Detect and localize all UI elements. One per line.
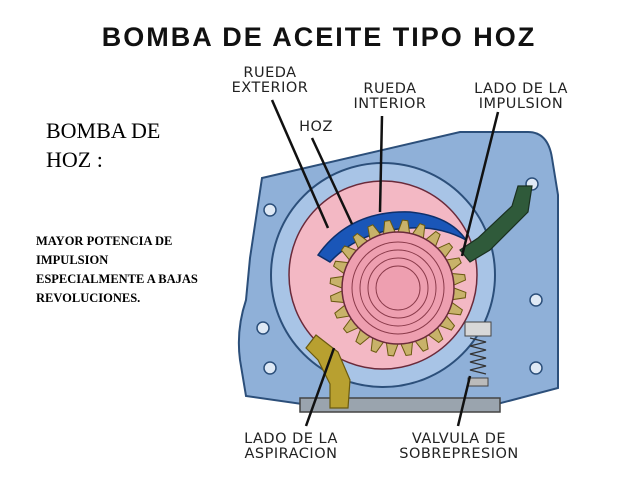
label-suction-side: LADO DE LA ASPIRACION bbox=[244, 431, 338, 462]
relief-valve bbox=[464, 321, 492, 387]
leader-discharge bbox=[460, 111, 500, 257]
bolt-hole bbox=[529, 361, 543, 375]
slide-body-text: MAYOR POTENCIA DE IMPULSION ESPECIALMENT… bbox=[36, 234, 198, 305]
inner-gear-body bbox=[341, 231, 455, 345]
label-relief-valve: VALVULA DE SOBREPRESION bbox=[399, 431, 519, 462]
slide-subtitle: BOMBA DE HOZ : bbox=[46, 118, 161, 172]
leader-lines bbox=[270, 99, 500, 427]
label-discharge-side: LADO DE LA IMPULSION bbox=[474, 81, 568, 112]
slide-title: BOMBA DE ACEITE TIPO HOZ bbox=[101, 22, 537, 52]
bolt-hole bbox=[263, 203, 277, 217]
label-crescent: HOZ bbox=[299, 119, 333, 135]
leader-relief-valve bbox=[456, 375, 472, 427]
leader-outer-gear bbox=[270, 99, 330, 229]
bolt-hole bbox=[256, 321, 270, 335]
label-inner-gear: RUEDA INTERIOR bbox=[353, 81, 427, 112]
bolt-hole bbox=[263, 361, 277, 375]
leader-suction bbox=[304, 347, 336, 427]
suction-channel bbox=[305, 334, 351, 409]
housing-bolt-holes bbox=[256, 177, 543, 375]
bolt-hole bbox=[529, 293, 543, 307]
housing-bottom-plate bbox=[299, 397, 501, 413]
discharge-channel bbox=[459, 185, 533, 263]
leader-inner-gear bbox=[378, 115, 384, 213]
inner-gear-rings bbox=[351, 241, 445, 335]
leader-crescent bbox=[310, 137, 354, 225]
label-outer-gear: RUEDA EXTERIOR bbox=[231, 65, 309, 96]
